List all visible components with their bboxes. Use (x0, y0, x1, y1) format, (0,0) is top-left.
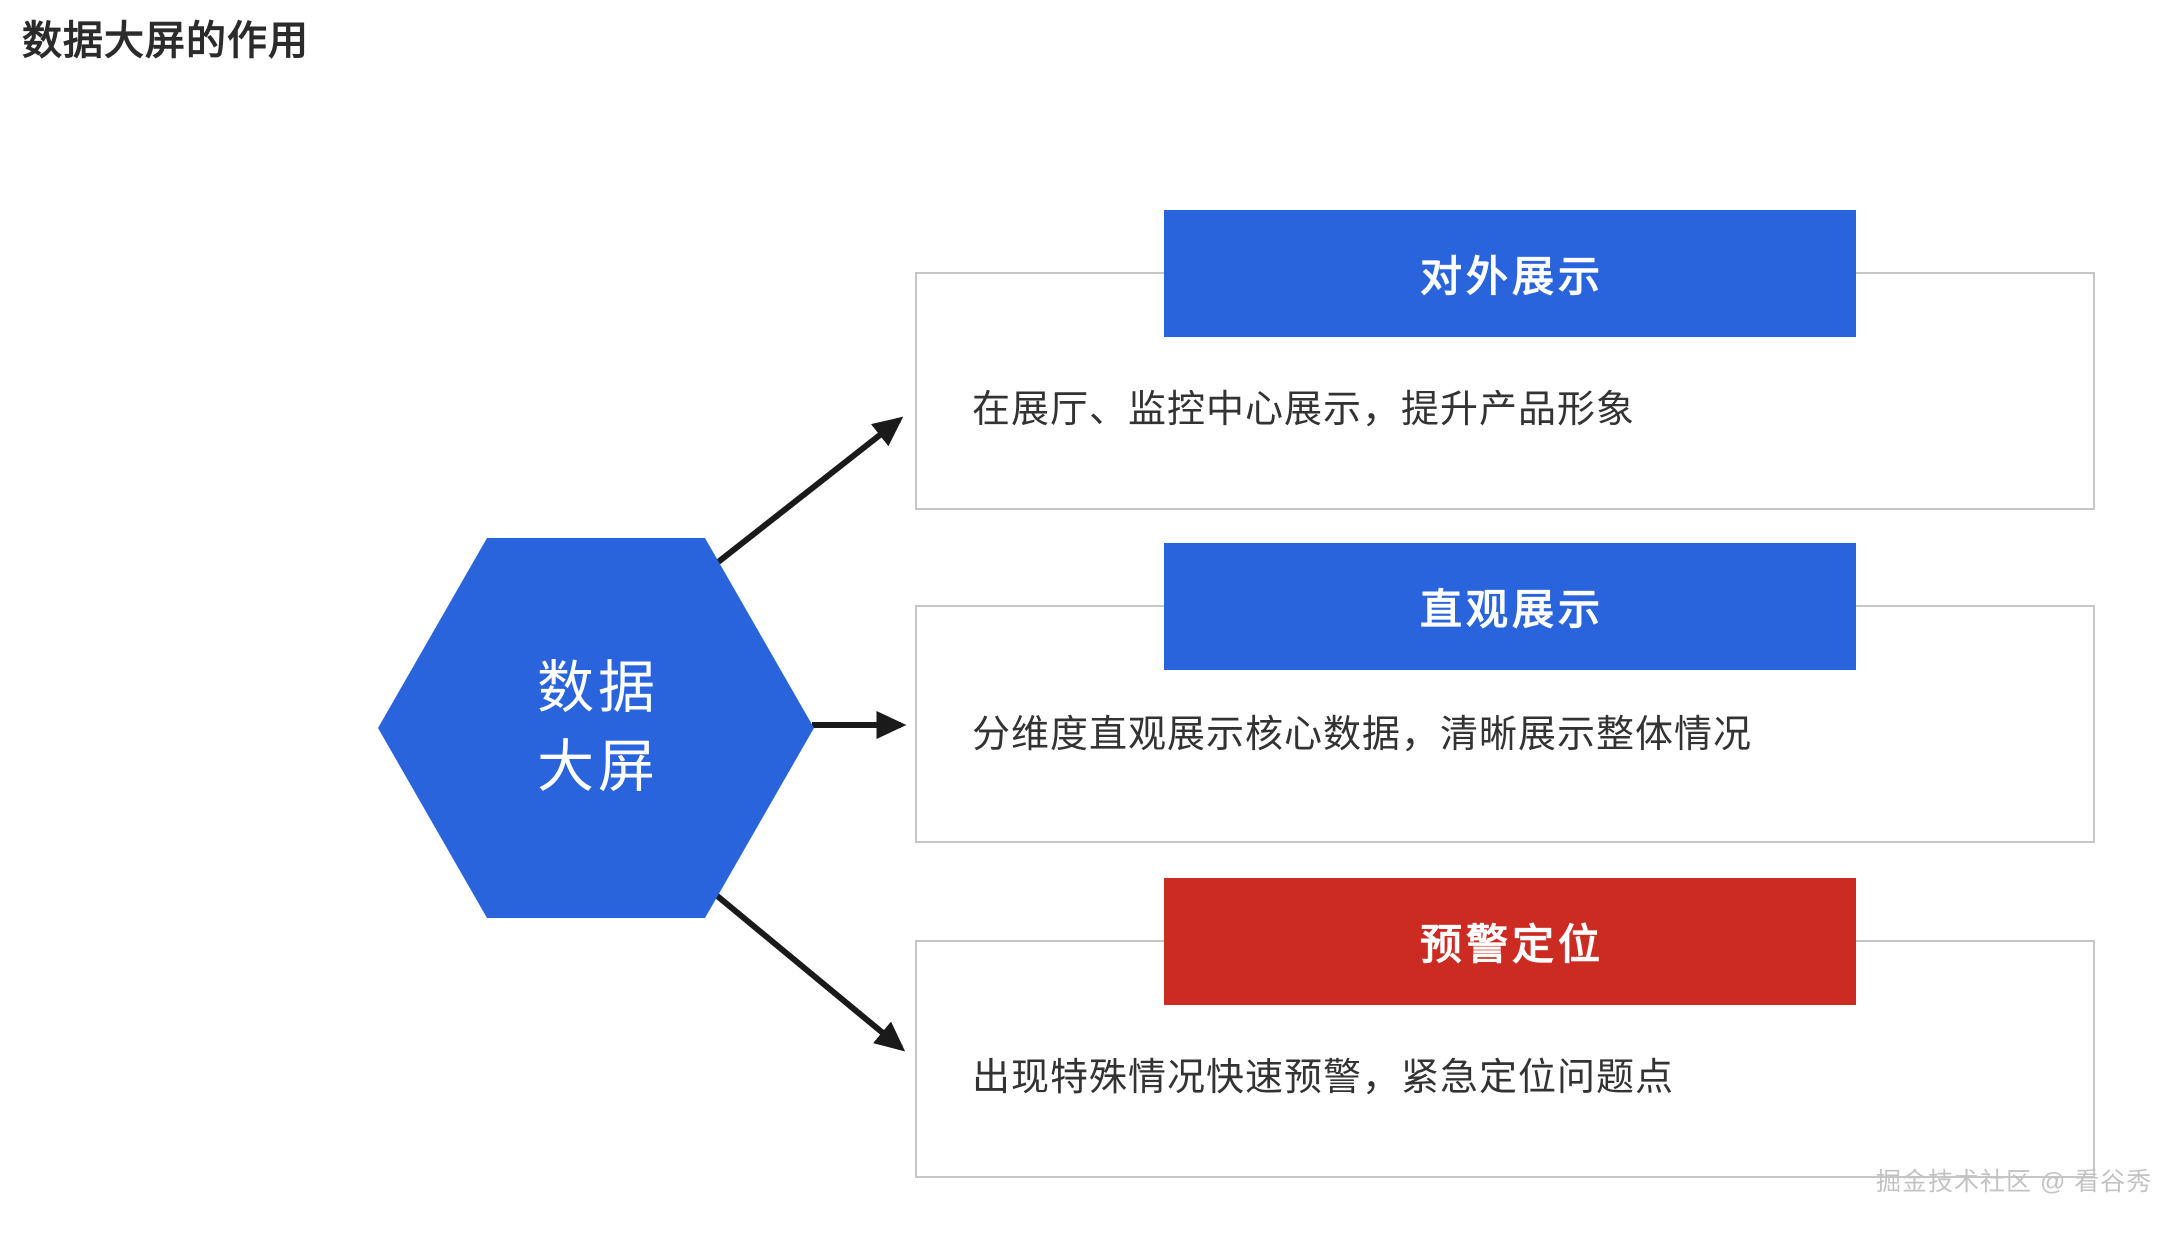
feature-card-3-description: 出现特殊情况快速预警，紧急定位问题点 (972, 1057, 1675, 1099)
feature-card-1-banner[interactable]: 对外展示 (1164, 210, 1856, 337)
page-title: 数据大屏的作用 (22, 19, 309, 63)
feature-card-3[interactable]: 出现特殊情况快速预警，紧急定位问题点 (915, 940, 2095, 1178)
central-hexagon[interactable]: 数据 大屏 (378, 538, 814, 918)
feature-card-2-description: 分维度直观展示核心数据，清晰展示整体情况 (972, 714, 1753, 756)
feature-card-3-banner[interactable]: 预警定位 (1164, 878, 1856, 1005)
feature-card-1[interactable]: 在展厅、监控中心展示，提升产品形象 (915, 272, 2095, 510)
watermark: 掘金技术社区 @ 看谷秀 (1876, 1168, 2153, 1196)
hexagon-shape (378, 538, 814, 918)
feature-card-2-banner[interactable]: 直观展示 (1164, 543, 1856, 670)
feature-card-1-description: 在展厅、监控中心展示，提升产品形象 (972, 389, 1636, 431)
